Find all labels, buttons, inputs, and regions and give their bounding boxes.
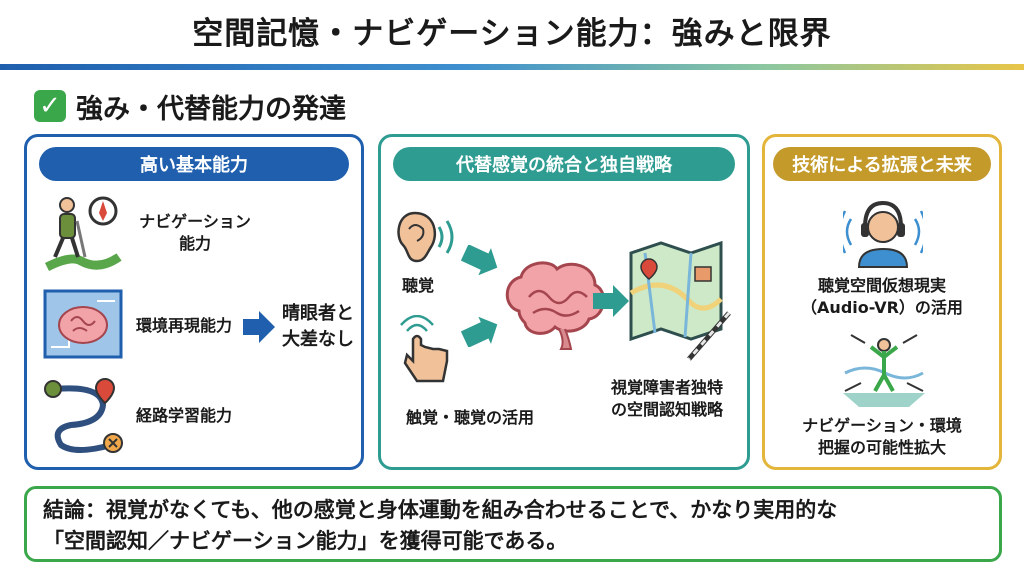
panel-sensory-integration: 代替感覚の統合と独自戦略 聴覚 触覚・聴覚の活用 視覚障害者独特の空間認知戦略	[378, 134, 750, 470]
panel-basic-abilities: 高い基本能力 ナビゲーション能力 環境再現能力 晴眼者と大差なし 経路学習能力	[24, 134, 364, 470]
navigation-expansion-label: ナビゲーション・環境把握の可能性拡大	[802, 416, 962, 457]
checkmark-icon: ✓	[34, 90, 66, 122]
panel-basic-abilities-header: 高い基本能力	[39, 147, 349, 181]
panel-technology: 技術による拡張と未来 聴覚空間仮想現実（Audio-VR）の活用 ナビゲーション…	[762, 134, 1002, 470]
nav-ability-label: ナビゲーション能力	[139, 212, 251, 253]
section-heading-text: 強み・代替能力の発達	[76, 93, 346, 125]
panel-sensory-integration-header: 代替感覚の統合と独自戦略	[393, 147, 735, 181]
page-title: 空間記憶・ナビゲーション能力：強みと限界	[192, 16, 832, 52]
conclusion-box: 結論：視覚がなくても、他の感覚と身体運動を組み合わせることで、かなり実用的な 「…	[24, 486, 1002, 562]
section-heading: ✓ 強み・代替能力の発達	[34, 86, 346, 126]
route-map-icon	[44, 377, 123, 453]
env-reproduction-label: 環境再現能力	[135, 316, 232, 335]
map-cane-icon	[629, 240, 731, 361]
arrow-touch-to-brain-icon	[461, 317, 498, 347]
headphones-person-icon	[843, 200, 923, 268]
walking-person-compass-icon	[44, 196, 122, 272]
ear-icon	[397, 211, 454, 263]
arrow-right-icon	[243, 311, 275, 343]
audio-vr-label: 聴覚空間仮想現実（Audio-VR）の活用	[801, 276, 963, 317]
conclusion-line-2: 「空間認知／ナビゲーション能力」を獲得可能である。	[43, 529, 568, 553]
arrow-brain-to-map-icon	[593, 285, 629, 317]
arrow-ear-to-brain-icon	[461, 245, 498, 275]
no-difference-label: 晴眼者と大差なし	[282, 303, 354, 350]
hearing-label: 聴覚	[401, 276, 434, 295]
brain-map-icon	[43, 289, 123, 359]
route-learning-label: 経路学習能力	[135, 406, 232, 425]
unique-strategy-label: 視覚障害者独特の空間認知戦略	[610, 378, 723, 419]
person-arrows-icon	[843, 334, 925, 407]
panel-technology-header: 技術による拡張と未来	[773, 147, 991, 181]
title-divider	[0, 64, 1024, 70]
touch-hearing-label: 触覚・聴覚の活用	[405, 408, 534, 427]
touch-hand-icon	[400, 315, 449, 383]
conclusion-line-1: 結論：視覚がなくても、他の感覚と身体運動を組み合わせることで、かなり実用的な	[43, 498, 838, 522]
